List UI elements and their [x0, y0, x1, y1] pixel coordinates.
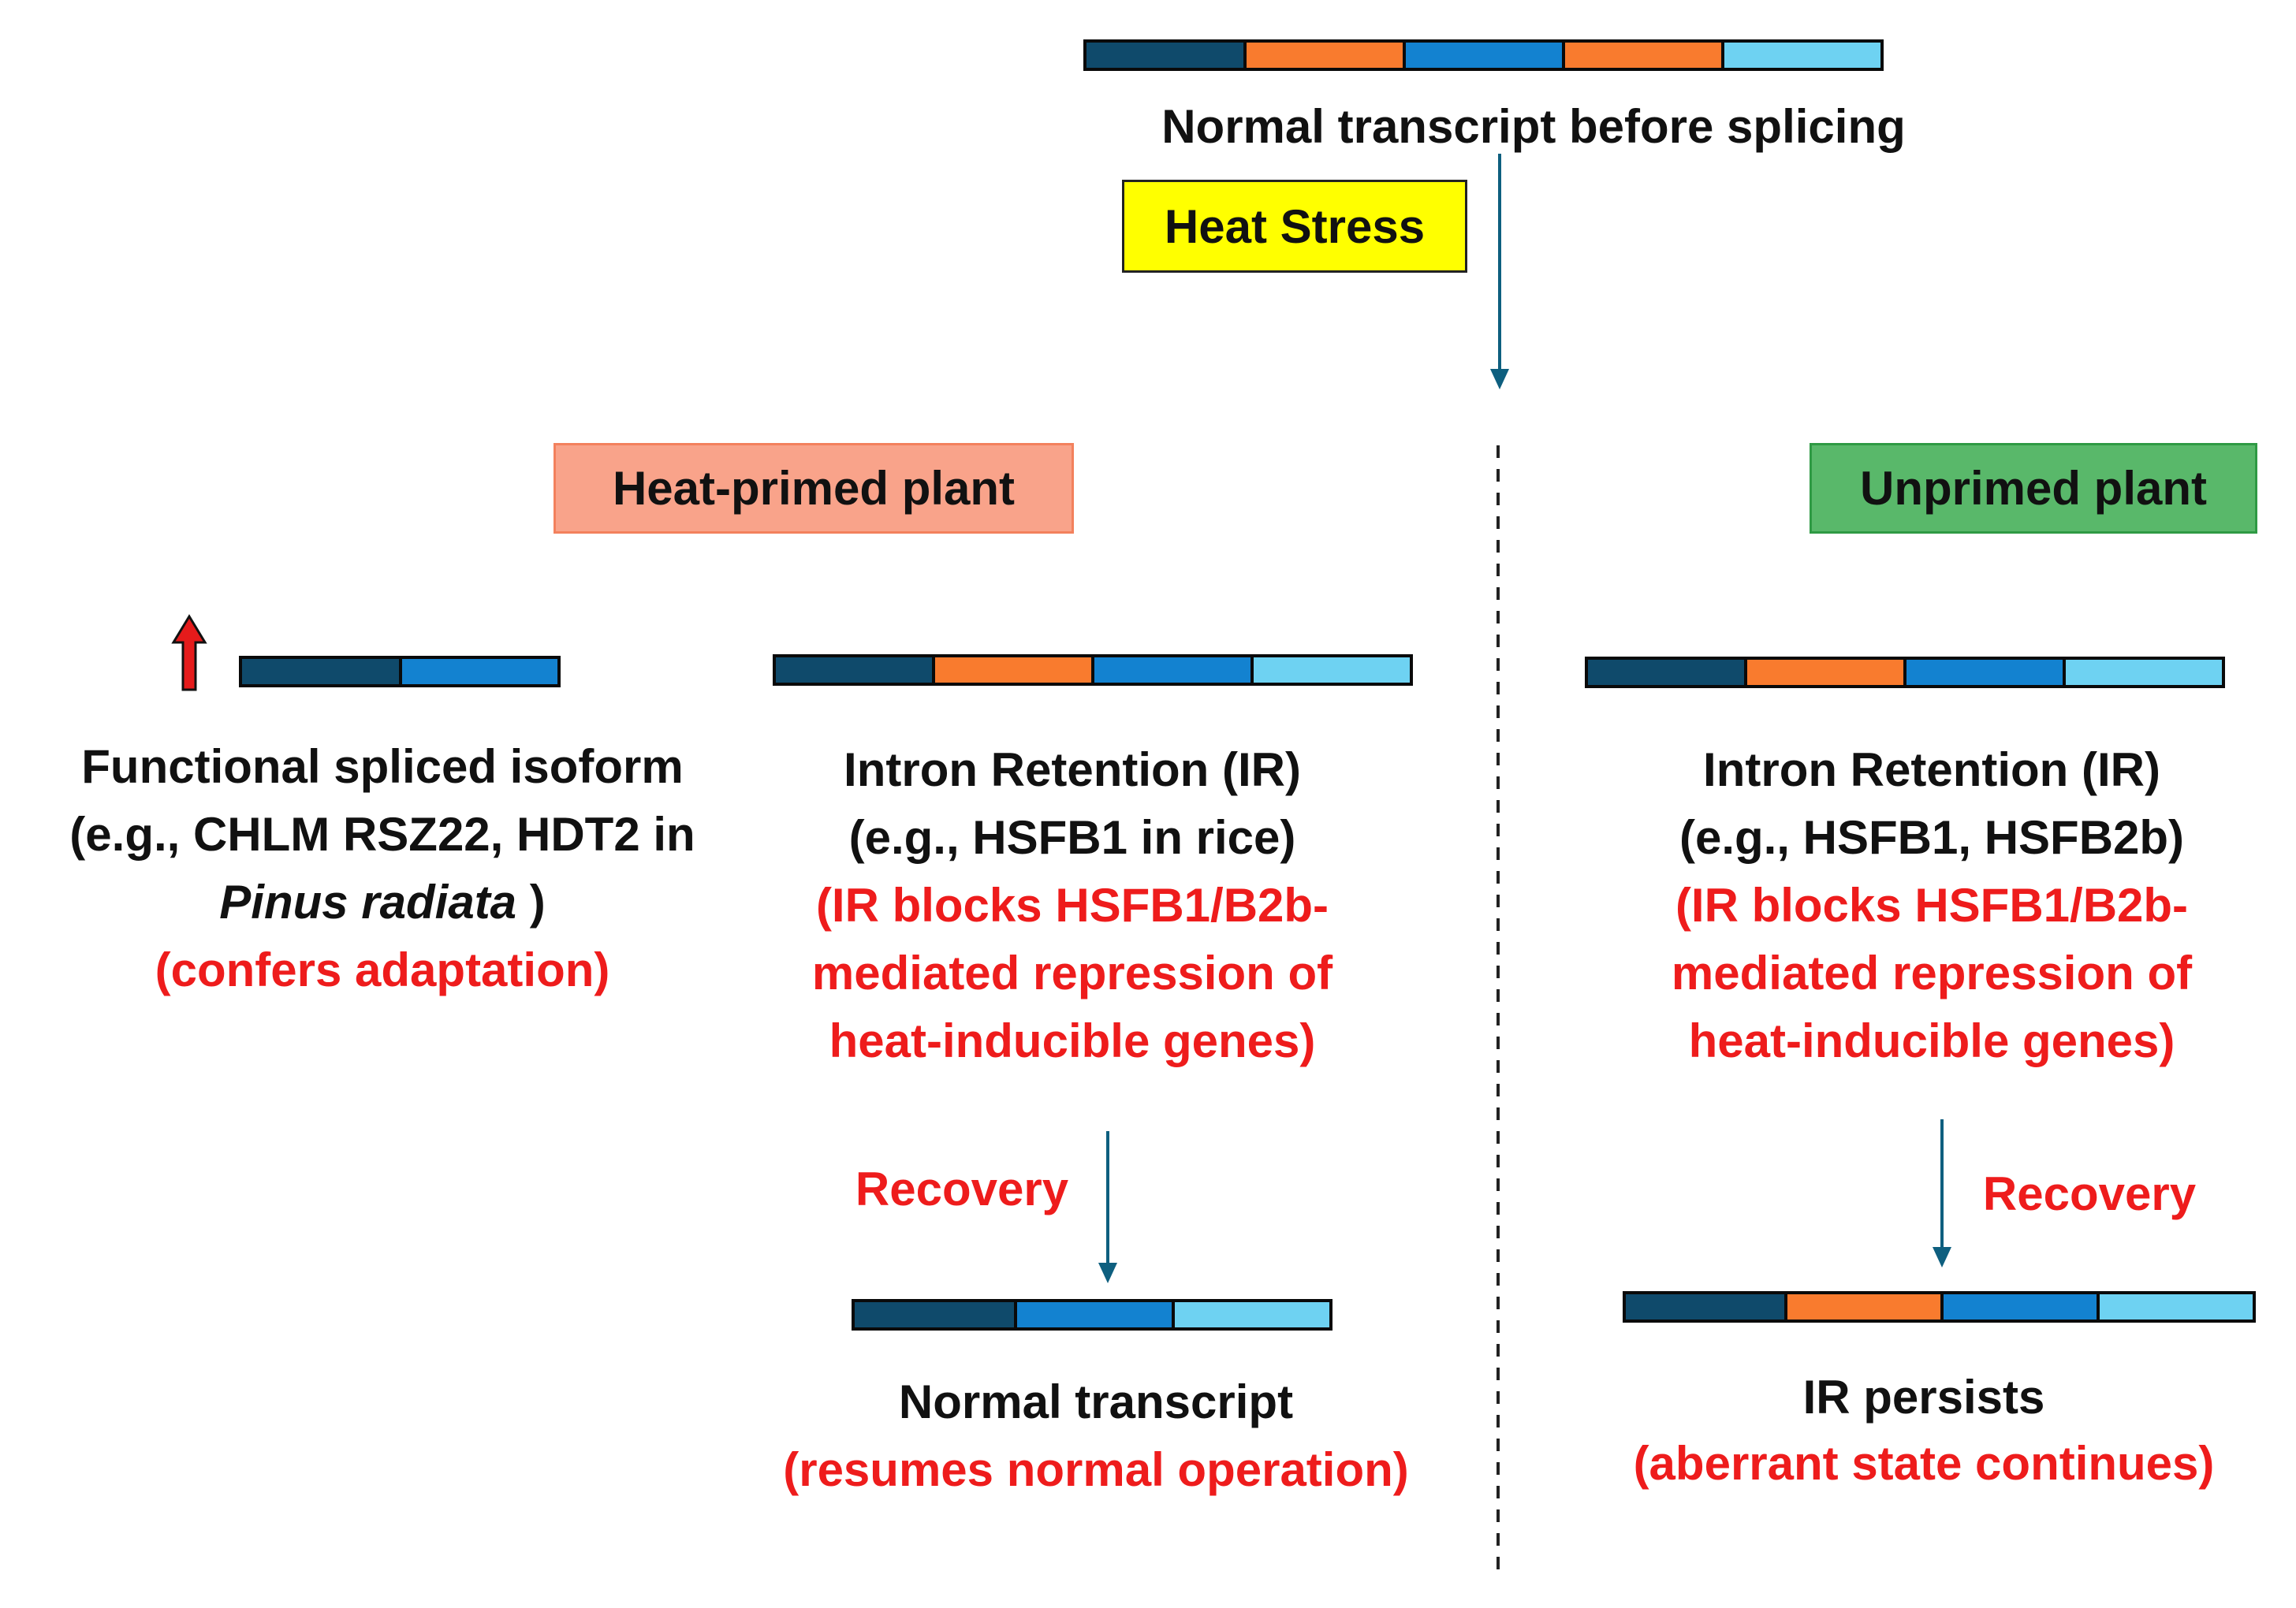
exon-2 — [399, 656, 561, 687]
spliced-isoform-title: Functional spliced isoform — [81, 740, 684, 793]
unprimed-ir-note-1: (IR blocks HSFB1/B2b- — [1675, 879, 2189, 932]
unprimed-plant-box: Unprimed plant — [1810, 443, 2257, 534]
pre-splicing-label: Normal transcript before splicing — [1161, 100, 1906, 153]
unprimed-recovery-label: Recovery — [1982, 1167, 2197, 1220]
heat-stress-arrow — [1490, 154, 1509, 389]
retained-intron — [1744, 657, 1906, 688]
heat-stress-label: Heat Stress — [1164, 199, 1426, 253]
species-name: Pinus radiata — [219, 876, 517, 929]
exon-3 — [2063, 657, 2225, 688]
exon-2 — [1903, 657, 2066, 688]
exon-2 — [1014, 1299, 1175, 1331]
unprimed-ir-example: (e.g., HSFB1, HSFB2b) — [1679, 811, 2185, 864]
unprimed-outcome-title: IR persists — [1802, 1371, 2045, 1424]
unprimed-ir-note-2: mediated repression of — [1671, 947, 2193, 999]
unprimed-ir-transcript-bar — [1585, 657, 2225, 688]
spliced-isoform-note: (confers adaptation) — [155, 944, 610, 996]
primed-outcome-note: (resumes normal operation) — [783, 1443, 1409, 1496]
exon-1 — [1623, 1291, 1787, 1323]
primed-ir-transcript-bar — [773, 654, 1413, 686]
exon-1 — [1083, 39, 1247, 71]
primed-ir-note-3: heat-inducible genes) — [829, 1014, 1316, 1067]
species-tail: ) — [516, 876, 546, 929]
unprimed-outcome-note: (aberrant state continues) — [1633, 1437, 2215, 1490]
primed-ir-note-1: (IR blocks HSFB1/B2b- — [815, 879, 1329, 932]
unprimed-persistent-ir-bar — [1623, 1291, 2256, 1323]
exon-3 — [1721, 39, 1884, 71]
exon-3 — [1172, 1299, 1332, 1331]
retained-intron — [932, 654, 1094, 686]
exon-1 — [1585, 657, 1747, 688]
heat-primed-plant-label: Heat-primed plant — [612, 462, 1016, 515]
spliced-isoform-example: (e.g., CHLM RSZ22, HDT2 in — [69, 808, 695, 861]
primed-ir-example: (e.g., HSFB1 in rice) — [848, 811, 1296, 864]
heat-primed-plant-box: Heat-primed plant — [554, 443, 1074, 534]
pre-splicing-transcript-bar — [1083, 39, 1884, 71]
intron-1 — [1243, 39, 1406, 71]
heat-stress-box: Heat Stress — [1122, 180, 1467, 273]
spliced-isoform-bar — [239, 656, 561, 687]
exon-1 — [852, 1299, 1017, 1331]
unprimed-recovery-arrow — [1933, 1119, 1951, 1267]
unprimed-ir-note-3: heat-inducible genes) — [1688, 1014, 2175, 1067]
exon-1 — [239, 656, 402, 687]
primed-recovered-transcript-bar — [852, 1299, 1332, 1331]
spliced-isoform-species: Pinus radiata ) — [16, 869, 749, 936]
exon-3 — [1250, 654, 1413, 686]
primed-ir-title: Intron Retention (IR) — [844, 743, 1301, 796]
exon-2 — [1091, 654, 1254, 686]
primed-ir-note-2: mediated repression of — [811, 947, 1333, 999]
exon-3 — [2097, 1291, 2256, 1323]
up-arrow-icon — [171, 614, 207, 691]
primed-outcome-title: Normal transcript — [898, 1375, 1294, 1428]
exon-2 — [1940, 1291, 2100, 1323]
primed-recovery-arrow — [1098, 1131, 1117, 1283]
unprimed-plant-label: Unprimed plant — [1859, 462, 2207, 515]
primed-recovery-label: Recovery — [855, 1163, 1069, 1215]
exon-1 — [773, 654, 935, 686]
retained-intron — [1784, 1291, 1944, 1323]
unprimed-ir-title: Intron Retention (IR) — [1703, 743, 2160, 796]
exon-2 — [1403, 39, 1565, 71]
